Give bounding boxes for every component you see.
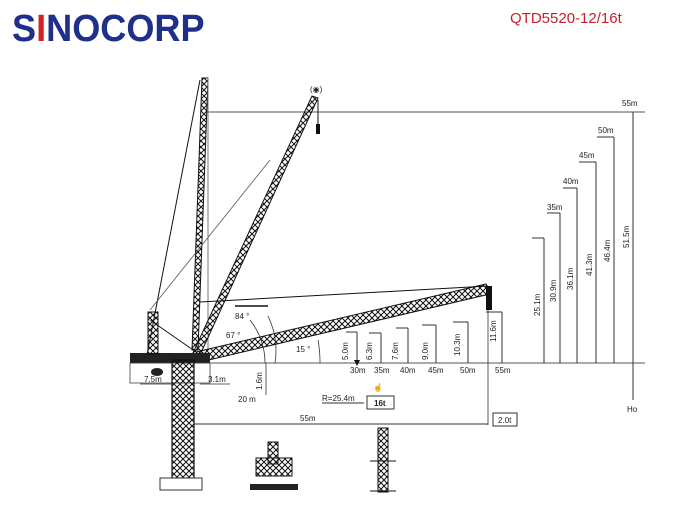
max-height-label: 55m — [622, 99, 638, 108]
svg-text:36.1m: 36.1m — [566, 267, 575, 290]
svg-text:35m: 35m — [374, 366, 390, 375]
svg-text:11.6m: 11.6m — [489, 320, 498, 342]
ho-label: Ho — [627, 405, 638, 414]
svg-text:35m: 35m — [547, 203, 563, 212]
svg-text:30m: 30m — [350, 366, 366, 375]
base-machine-illustration — [250, 427, 396, 493]
svg-text:50m: 50m — [598, 126, 614, 135]
horizontal-jib-markers: 30m 5.0m 35m 6.3m 40m 7.6m 45m 9.0m 50m … — [341, 310, 511, 425]
svg-text:46.4m: 46.4m — [603, 239, 612, 262]
svg-text:40m: 40m — [400, 366, 416, 375]
load-radius: R=25.4m — [322, 394, 355, 403]
svg-text:☝: ☝ — [373, 382, 383, 392]
min-radius: 20 m — [238, 395, 256, 404]
svg-text:55m: 55m — [495, 366, 511, 375]
offset-length: 3.1m — [208, 375, 226, 384]
tower-mast — [159, 359, 203, 491]
counter-jib — [129, 311, 211, 384]
svg-text:5.0m: 5.0m — [341, 342, 350, 360]
angle-67: 67 ° — [226, 331, 240, 340]
svg-text:50m: 50m — [460, 366, 476, 375]
max-load: 16t — [374, 399, 386, 408]
svg-text:45m: 45m — [579, 151, 595, 160]
model-title: QTD5520-12/16t — [510, 10, 622, 27]
load-info: ☝ R=25.4m 16t 55m 2.0t — [194, 382, 518, 427]
svg-text:10.3m: 10.3m — [453, 333, 462, 356]
raised-jib-markers: 25.1m 35m 30.9m 40m 36.1m 45m 41.3m 50m … — [532, 112, 638, 414]
angle-84: 84 ° — [235, 312, 249, 321]
angle-15: 15 ° — [296, 345, 310, 354]
svg-text:30.9m: 30.9m — [549, 279, 558, 302]
svg-text:25.1m: 25.1m — [533, 293, 542, 316]
svg-text:6.3m: 6.3m — [365, 342, 374, 360]
svg-text:40m: 40m — [563, 177, 579, 186]
counter-jib-length: 7.5m — [144, 375, 162, 384]
tip-load: 2.0t — [498, 416, 512, 425]
svg-text:9.0m: 9.0m — [421, 342, 430, 360]
height-offset: 1.6m — [255, 372, 264, 390]
svg-text:41.3m: 41.3m — [585, 253, 594, 276]
hook-icon: (◉) — [310, 85, 323, 94]
svg-text:7.6m: 7.6m — [391, 342, 400, 360]
jib-length: 55m — [300, 414, 316, 423]
sinocorp-logo: SINOCORP — [12, 8, 205, 50]
svg-text:45m: 45m — [428, 366, 444, 375]
svg-text:51.5m: 51.5m — [622, 225, 631, 248]
